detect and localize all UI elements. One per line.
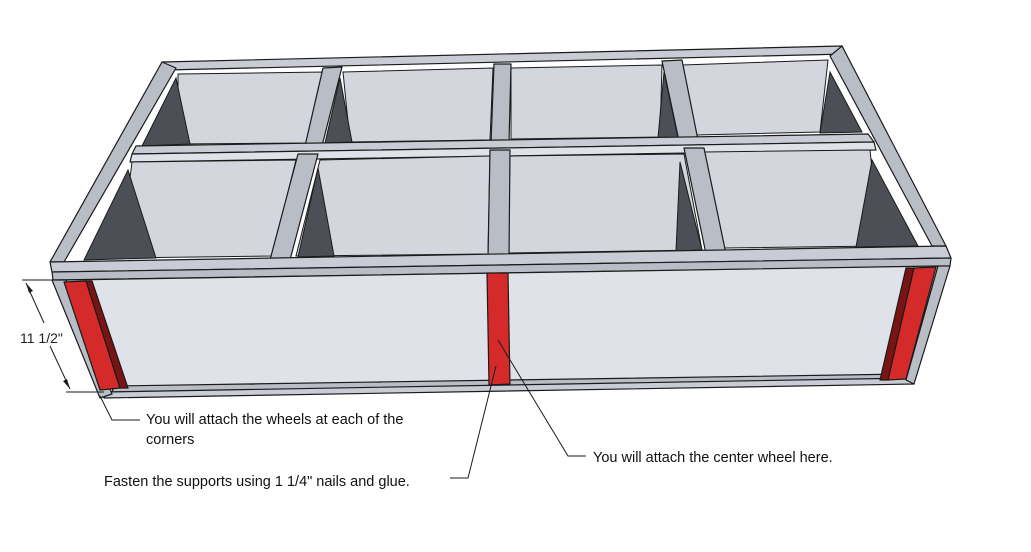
front-bin-4-wall xyxy=(703,149,881,249)
front-shadow-2 xyxy=(297,167,335,258)
back-bin-2-wall xyxy=(342,67,494,143)
front-row-bins xyxy=(83,147,919,261)
right-front-post xyxy=(905,265,951,385)
center-leader xyxy=(497,339,586,457)
front-bin-3-wall xyxy=(507,153,703,254)
top-frame xyxy=(49,45,947,263)
front-shadow-1 xyxy=(83,168,157,261)
right-support-face xyxy=(887,266,937,381)
back-bin-4-wall xyxy=(681,59,829,136)
back-bin-1-wall xyxy=(177,71,324,145)
height-dimension: 11 1/2" xyxy=(20,279,104,393)
center-support xyxy=(486,272,511,386)
back-divider-2 xyxy=(490,63,512,144)
back-bin-3-wall xyxy=(510,64,663,140)
corners-leader xyxy=(99,395,140,421)
callout-leaders xyxy=(99,339,586,479)
center-callout: You will attach the center wheel here. xyxy=(593,450,833,466)
front-divider-2 xyxy=(487,149,511,259)
back-row-bins xyxy=(141,59,863,147)
supports xyxy=(63,266,937,391)
dim-arrow-bottom xyxy=(63,379,70,389)
corners-callout-line2: corners xyxy=(146,432,194,448)
back-shadow-4 xyxy=(819,70,863,134)
supports-leader xyxy=(450,365,497,479)
callout-text: You will attach the wheels at each of th… xyxy=(104,412,833,490)
corners-callout-line1: You will attach the wheels at each of th… xyxy=(146,412,403,428)
dim-arrow-top xyxy=(26,283,33,293)
left-support-side xyxy=(85,280,129,389)
supports-callout: Fasten the supports using 1 1/4" nails a… xyxy=(104,474,410,490)
dimension-label: 11 1/2" xyxy=(20,330,63,346)
